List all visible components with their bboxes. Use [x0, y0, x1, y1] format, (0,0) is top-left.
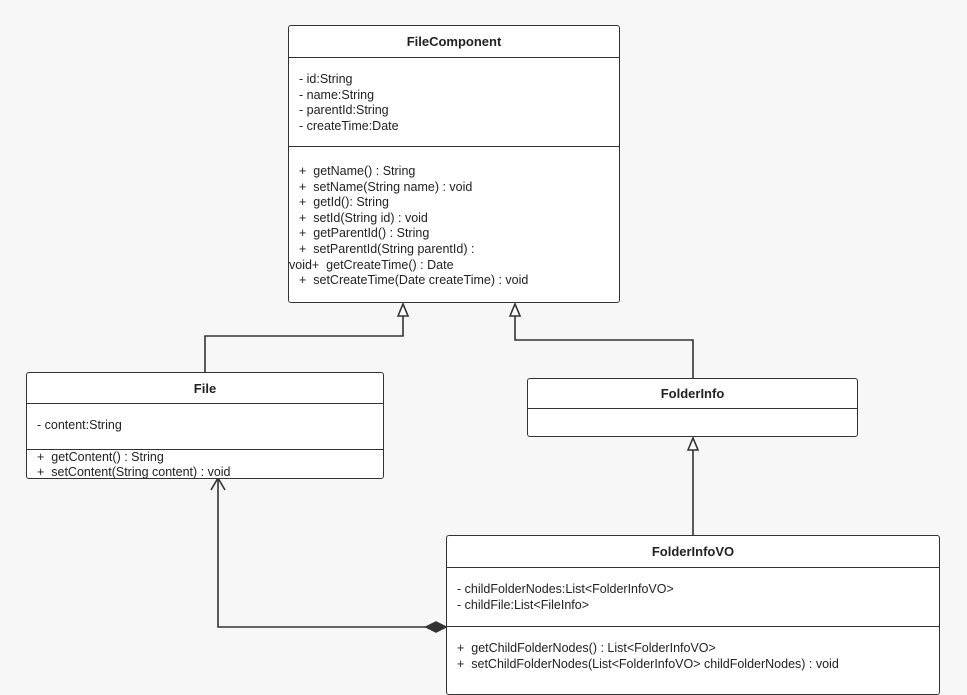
methods-section: + getName() : String + setName(String na… — [289, 147, 619, 289]
attributes-section: - content:String — [27, 404, 383, 450]
class-folder-info[interactable]: FolderInfo — [527, 378, 858, 437]
relationship-connectors — [204, 301, 700, 633]
attribute: - content:String — [37, 418, 122, 432]
method: void+ getCreateTime() : Date — [289, 257, 454, 272]
method: + getParentId() : String — [299, 226, 430, 241]
class-name: FileComponent — [289, 26, 619, 58]
class-name: FolderInfo — [528, 379, 857, 409]
attribute: - name:String — [299, 87, 375, 102]
method: + setParentId(String parentId) : — [299, 241, 475, 256]
composition-diamond — [424, 621, 448, 633]
attributes-section: - childFolderNodes:List<FolderInfoVO> - … — [447, 568, 939, 627]
composition-line — [217, 480, 426, 628]
attribute: - childFile:List<FileInfo> — [457, 597, 590, 612]
attributes-section: - id:String - name:String - parentId:Str… — [289, 58, 619, 147]
attribute: - parentId:String — [299, 103, 389, 118]
methods-section: + getChildFolderNodes() : List<FolderInf… — [447, 627, 939, 672]
method: + setName(String name) : void — [299, 179, 473, 194]
class-folder-info-vo[interactable]: FolderInfoVO - childFolderNodes:List<Fol… — [446, 535, 940, 695]
method: + setContent(String content) : void — [37, 464, 231, 479]
method: + setCreateTime(Date createTime) : void — [299, 273, 529, 288]
method: + getContent() : String — [37, 450, 164, 464]
folderinfo-generalization-line — [514, 316, 694, 378]
method: + getChildFolderNodes() : List<FolderInf… — [457, 641, 716, 655]
folderinfovo-generalization-arrowhead — [686, 435, 700, 451]
file-generalization-line — [204, 316, 404, 372]
method: + getName() : String — [299, 164, 416, 178]
class-name: File — [27, 373, 383, 404]
file-generalization-arrowhead — [396, 301, 410, 317]
methods-section: + getContent() : String + setContent(Str… — [27, 450, 383, 479]
attribute: - id:String — [299, 72, 353, 86]
attribute: - createTime:Date — [299, 118, 399, 133]
attribute: - childFolderNodes:List<FolderInfoVO> — [457, 582, 674, 596]
class-file[interactable]: File - content:String + getContent() : S… — [26, 372, 384, 479]
method: + getId(): String — [299, 195, 389, 210]
attributes-section — [528, 409, 857, 436]
method: + setChildFolderNodes(List<FolderInfoVO>… — [457, 656, 839, 671]
method: + setId(String id) : void — [299, 210, 428, 225]
class-file-component[interactable]: FileComponent - id:String - name:String … — [288, 25, 620, 303]
class-name: FolderInfoVO — [447, 536, 939, 568]
folderinfo-generalization-arrowhead — [508, 301, 522, 317]
